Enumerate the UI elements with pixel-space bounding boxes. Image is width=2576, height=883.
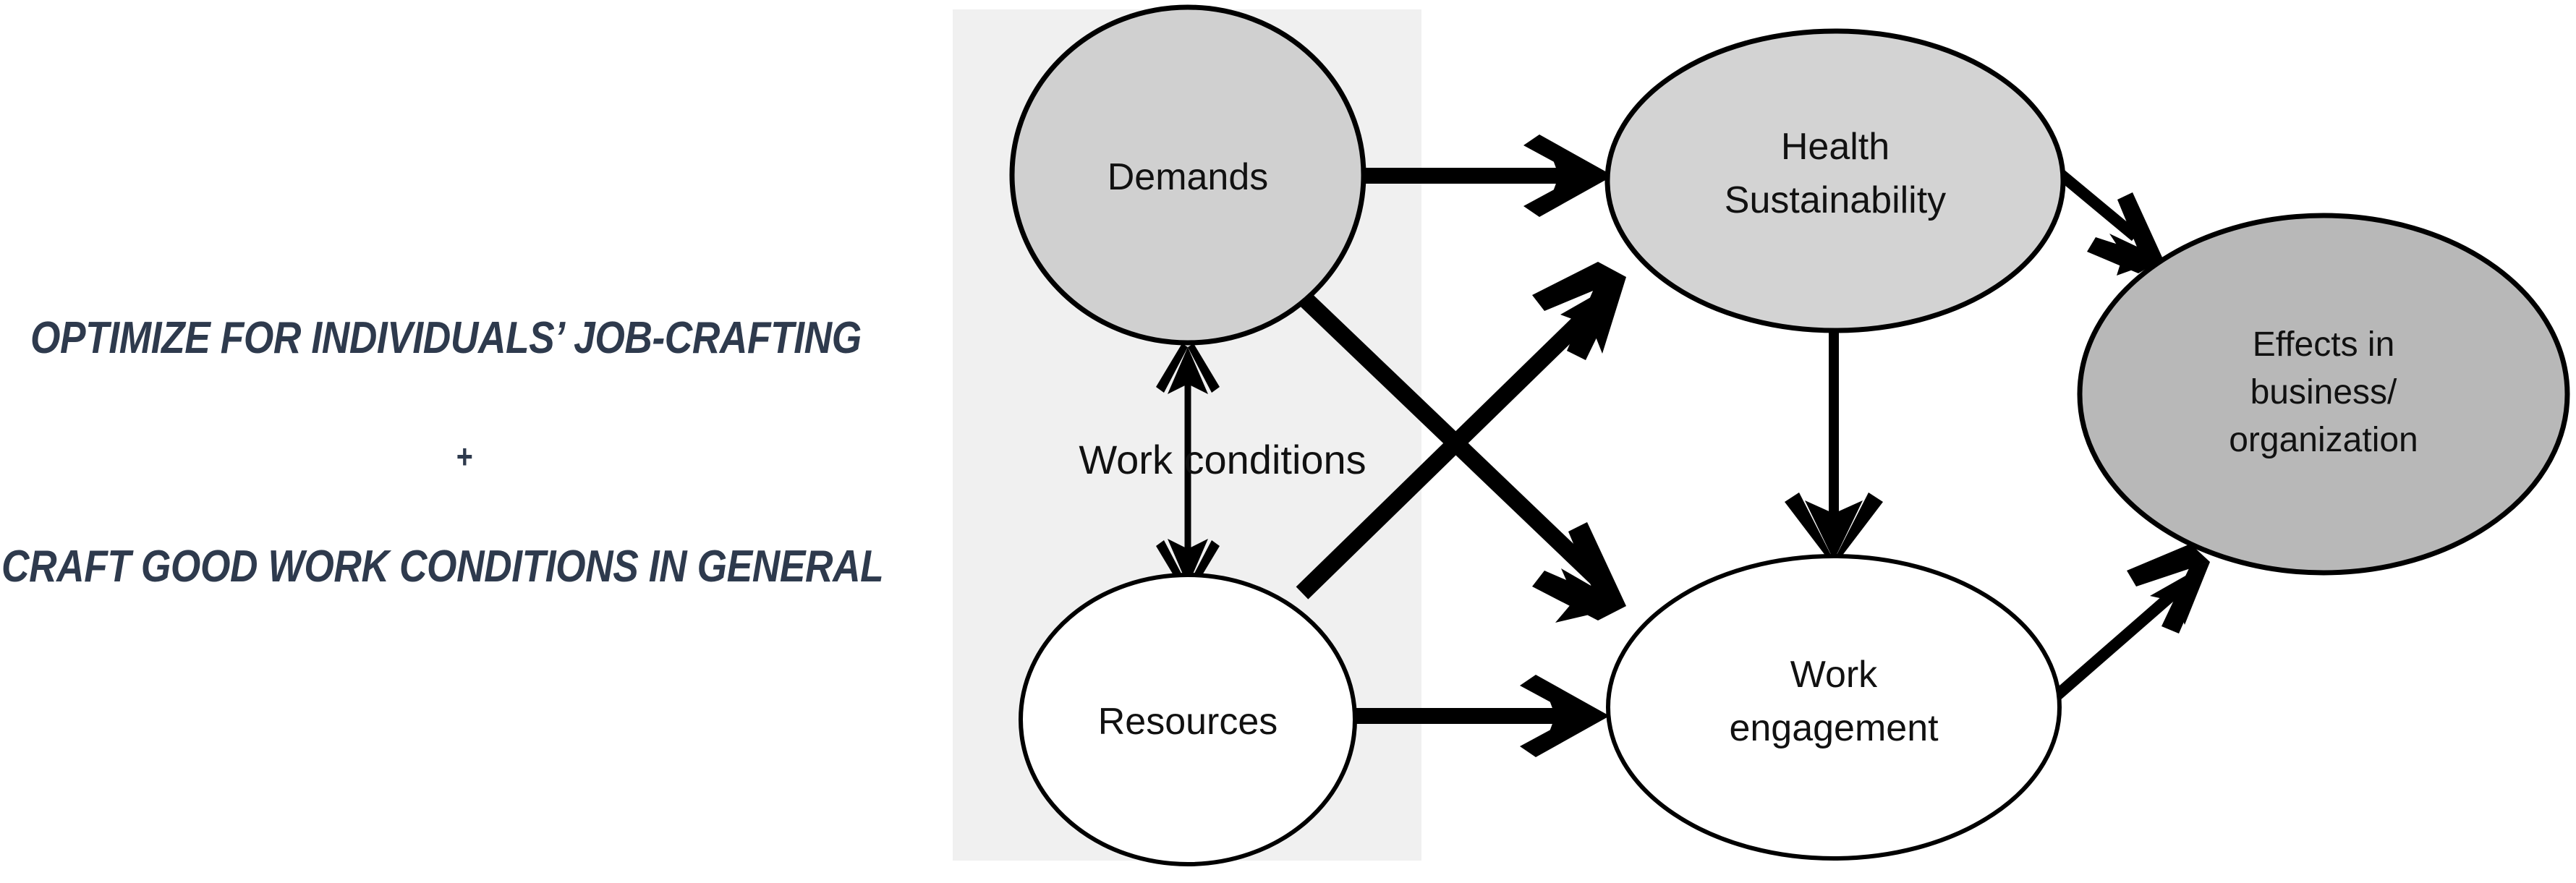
health-sustainability-label-line1: Health [1781,126,1890,168]
node-demands[interactable]: Demands [1009,4,1366,346]
effects-label-line3: organization [2229,421,2418,459]
edge-demands-resources-work-conditions [1156,344,1220,589]
edge-health-to-work-engagement [1785,329,1883,560]
slogan-craft-good-work-conditions: CRAFT GOOD WORK CONDITIONS IN GENERAL [1,542,884,592]
edge-work-engagement-to-effects [2052,544,2210,701]
work-conditions-label: Work conditions [1079,437,1366,482]
health-sustainability-label-line2: Sustainability [1725,179,1946,221]
work-engagement-shape[interactable] [1606,554,2062,861]
effects-shape[interactable] [2077,213,2570,576]
node-resources[interactable]: Resources [1019,573,1357,866]
demands-label: Demands [1108,156,1269,198]
work-engagement-label-line2: engagement [1729,707,1939,749]
node-health-sustainability[interactable]: Health Sustainability [1604,28,2066,333]
edge-health-to-effects [2054,167,2163,276]
edge-demands-to-work-engagement [1288,283,1626,623]
edge-resources-to-health [1296,262,1626,600]
work-conditions-label-group: Work conditions [1079,437,1366,482]
slogan-optimize-job-crafting: OPTIMIZE FOR INDIVIDUALS’ JOB-CRAFTING [30,313,862,363]
work-engagement-label-line1: Work [1790,654,1878,696]
resources-label: Resources [1098,701,1278,743]
demands-shape[interactable] [1009,4,1366,346]
edge-demands-to-health [1360,135,1613,217]
node-effects-in-business-organization[interactable]: Effects in business/ organization [2077,213,2570,576]
edge-resources-to-work-engagement [1354,675,1610,757]
health-sustainability-shape[interactable] [1604,28,2066,333]
effects-label-line2: business/ [2250,373,2397,411]
effects-label-line1: Effects in [2253,325,2395,364]
node-work-engagement[interactable]: Work engagement [1606,554,2062,861]
resources-shape[interactable] [1019,573,1357,866]
slogan-plus-sign: + [456,438,472,475]
